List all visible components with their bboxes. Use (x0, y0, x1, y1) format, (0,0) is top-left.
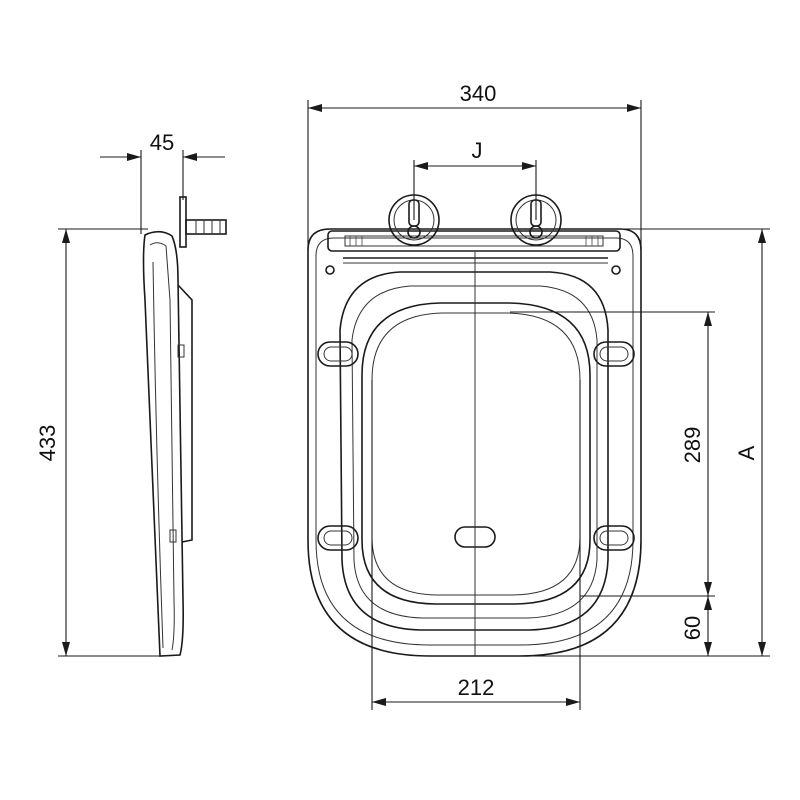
dim-45-arrow-left (127, 153, 141, 161)
seat-rim-outline-2 (351, 285, 598, 619)
dim-212-arrow-right (566, 698, 580, 706)
side-hinge-bolt (185, 219, 227, 235)
buffer-top-right (593, 341, 635, 367)
hinge-bar-inner (344, 235, 604, 247)
top-view: 340 J 212 289 60 A (307, 81, 770, 710)
screw-left-small (325, 265, 335, 275)
dim-289-arrow-bottom (704, 582, 712, 596)
dim-289-label: 289 (680, 427, 705, 464)
dim-289-arrow-top (704, 312, 712, 326)
seat-opening-outer (361, 302, 591, 605)
side-profile-inner-2 (152, 261, 164, 649)
dim-45-arrow-right (183, 153, 197, 161)
dim-433-arrow-bottom (62, 642, 70, 656)
dim-212-label: 212 (458, 675, 495, 700)
seat-outer-outline-2 (315, 237, 634, 646)
seat-rim-outline (339, 271, 609, 631)
side-buffer-bottom (169, 529, 177, 543)
dim-j-arrow-right (522, 162, 536, 170)
dim-45-label: 45 (150, 130, 174, 155)
dim-340-arrow-left (308, 104, 322, 112)
seat-outer-outline (307, 228, 642, 657)
buffer-bottom-left (317, 525, 359, 551)
hinge-post-right-nut (529, 225, 543, 239)
side-hinge-plate (179, 196, 187, 248)
dim-a-arrow-top (758, 229, 766, 243)
hinge-bar (327, 230, 621, 252)
buffer-bottom-right (593, 525, 635, 551)
side-profile-inner (149, 242, 175, 651)
dim-433-arrow-top (62, 229, 70, 243)
dim-60-arrow-bottom (704, 642, 712, 656)
buffer-top-left (317, 341, 359, 367)
dim-212-arrow-left (372, 698, 386, 706)
dim-a-label: A (734, 445, 759, 460)
side-buffer-top (177, 344, 185, 358)
side-profile-outer (142, 230, 184, 657)
seat-opening-inner (371, 312, 581, 596)
dim-340-arrow-right (627, 104, 641, 112)
dim-a-arrow-bottom (758, 642, 766, 656)
screw-right-small (611, 265, 621, 275)
dim-j-label: J (472, 138, 483, 163)
dim-j-arrow-left (414, 162, 428, 170)
side-cover-underside (177, 284, 193, 543)
side-view: 433 45 (35, 130, 227, 657)
dim-340-label: 340 (460, 81, 497, 106)
dim-433-label: 433 (35, 425, 60, 462)
hinge-post-left-nut (407, 225, 421, 239)
dim-60-label: 60 (680, 616, 705, 640)
dim-60-arrow-top (704, 596, 712, 610)
